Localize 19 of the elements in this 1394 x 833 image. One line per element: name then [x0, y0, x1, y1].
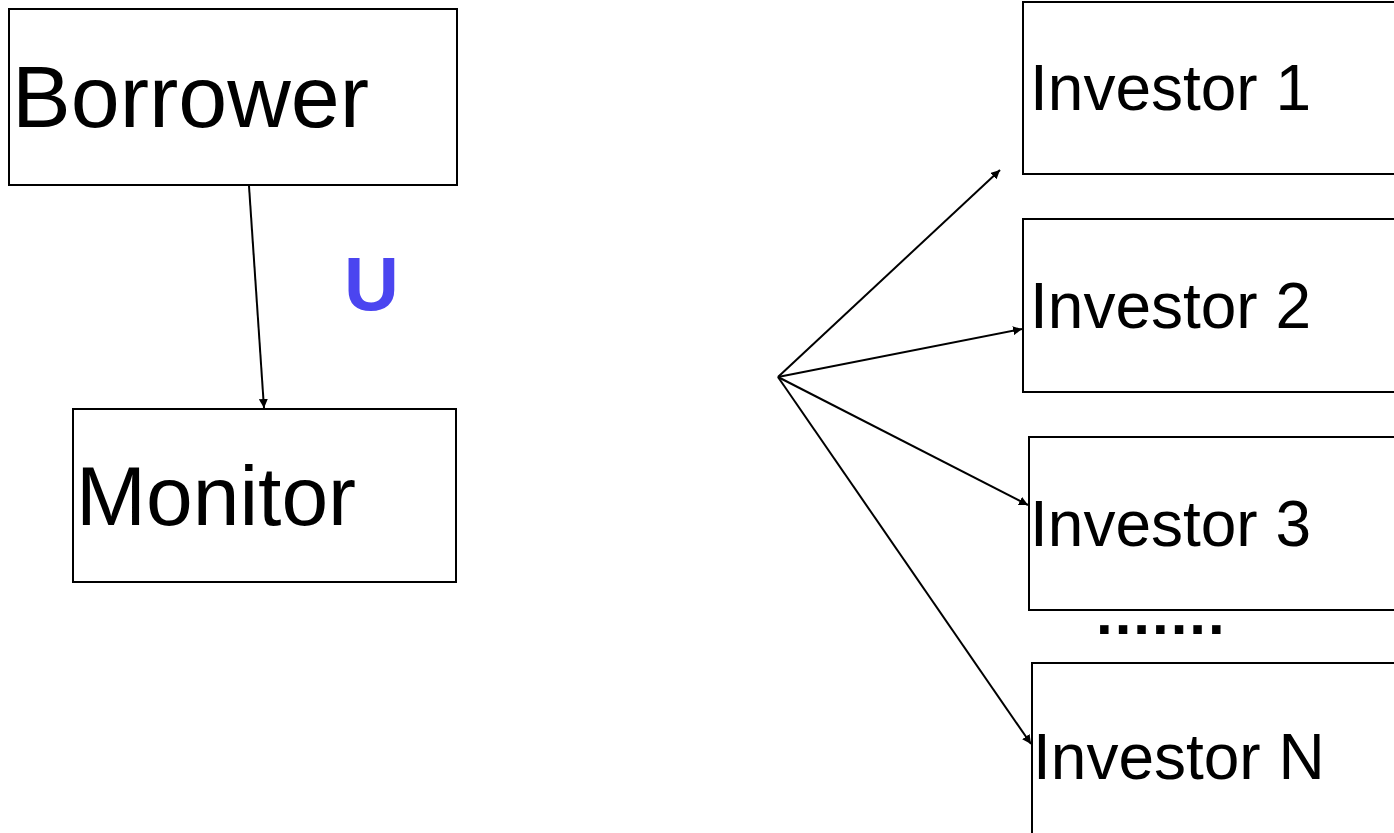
entity-box [1028, 436, 1394, 611]
arrow [248, 185, 268, 409]
entity-name: Investor 3 [1030, 491, 1312, 556]
entity-name: Investor N [1033, 725, 1325, 789]
entity-box [1022, 218, 1394, 393]
entity-box [1022, 1, 1394, 175]
entity-name: Investor 1 [1030, 56, 1312, 120]
arrow [777, 169, 1001, 378]
entity-box [72, 408, 457, 583]
entity-name: Borrower [12, 53, 369, 141]
edge-label: U [344, 246, 399, 322]
arrow [777, 376, 1032, 745]
entity-name: Investor 2 [1030, 273, 1312, 338]
entity-box [1031, 662, 1394, 833]
arrow [777, 376, 1029, 506]
ellipsis-dots: ....... [1096, 584, 1227, 644]
arrow [777, 326, 1023, 378]
entity-name: Monitor [76, 453, 357, 538]
entity-box [8, 8, 458, 186]
